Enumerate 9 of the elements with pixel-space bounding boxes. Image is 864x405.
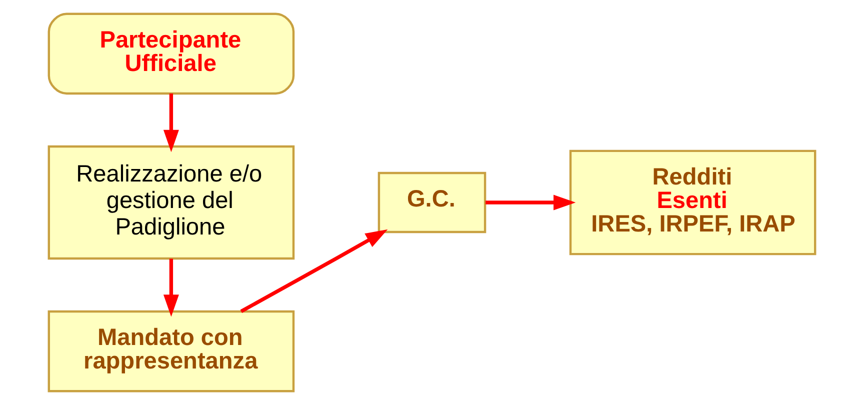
arrow	[163, 258, 179, 317]
arrow	[240, 229, 388, 313]
node-box: Realizzazione e/o gestione del Padiglione	[48, 145, 295, 260]
node-box: Mandato con rappresentanza	[48, 310, 295, 392]
arrow	[485, 194, 576, 210]
node-box: Redditi Esenti IRES, IRPEF, IRAP	[569, 150, 816, 256]
node-box: G.C.	[378, 172, 486, 234]
arrow	[163, 93, 179, 152]
node-box: Partecipante Ufficiale	[48, 12, 295, 95]
